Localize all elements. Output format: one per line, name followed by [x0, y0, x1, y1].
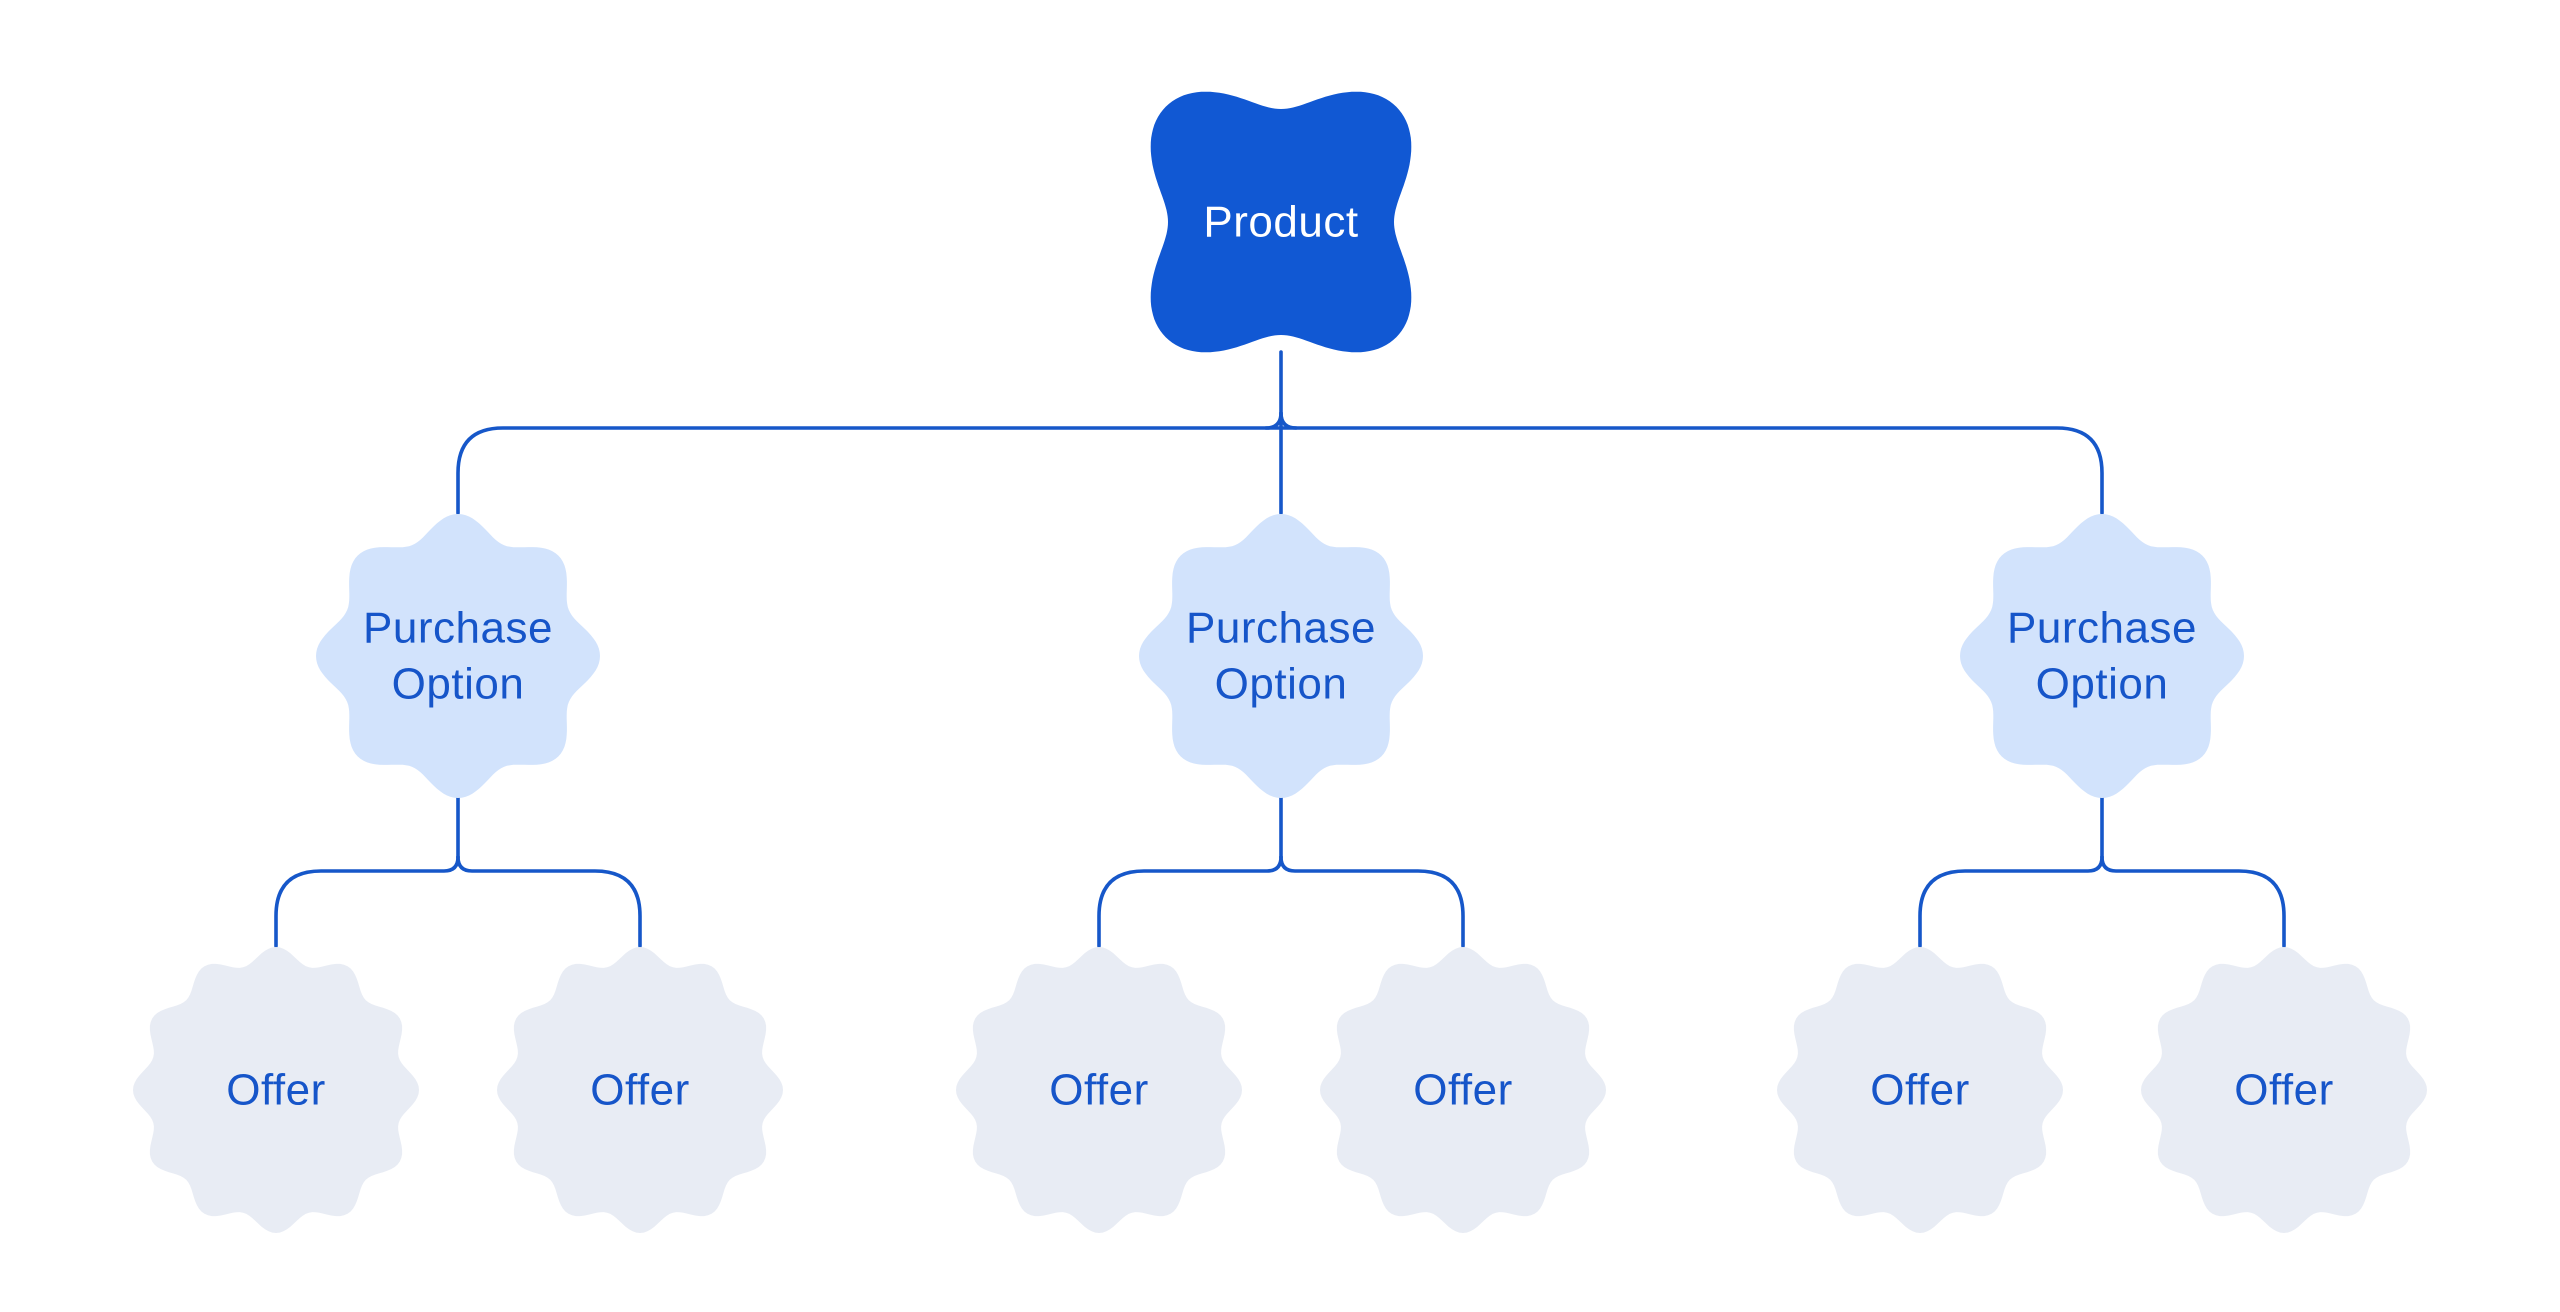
offer-blob [1320, 947, 1606, 1233]
connector-po1-fork-left [274, 855, 460, 948]
node-offer-5: Offer [1777, 947, 2063, 1233]
offer-4-label: Offer [1413, 1066, 1513, 1115]
node-offer-1: Offer [133, 947, 419, 1233]
offer-1-label: Offer [226, 1066, 326, 1115]
connector-po2-fork-right [1279, 855, 1465, 948]
node-offer-4: Offer [1320, 947, 1606, 1233]
node-product: Product [1150, 91, 1412, 353]
node-purchase-option-3: Purchase Option [1960, 514, 2244, 798]
offer-6-label: Offer [2234, 1066, 2334, 1115]
connector-bus-fillet-left [1264, 411, 1283, 430]
node-offer-6: Offer [2141, 947, 2427, 1233]
connector-bus-fillet-right [1279, 411, 1298, 430]
node-purchase-option-2: Purchase Option [1139, 514, 1423, 798]
purchase-option-2-label-line-2: Option [1215, 660, 1348, 709]
purchase-option-blob [1139, 514, 1423, 798]
node-offer-3: Offer [956, 947, 1242, 1233]
product-label: Product [1203, 198, 1358, 247]
node-purchase-option-1: Purchase Option [316, 514, 600, 798]
connector-po2-fork-left [1097, 855, 1283, 948]
purchase-option-1-label-line-1: Purchase [363, 604, 553, 653]
offer-3-label: Offer [1049, 1066, 1149, 1115]
offer-2-label: Offer [590, 1066, 690, 1115]
connector-po3-fork-right [2100, 855, 2286, 948]
purchase-option-3-label-line-1: Purchase [2007, 604, 2197, 653]
offer-blob [956, 947, 1242, 1233]
connector-level1-bus [456, 426, 2104, 515]
node-offer-2: Offer [497, 947, 783, 1233]
offer-blob [1777, 947, 2063, 1233]
purchase-option-3-label-line-2: Option [2036, 660, 2169, 709]
connector-po3-fork-left [1918, 855, 2104, 948]
purchase-option-blob [1960, 514, 2244, 798]
offer-5-label: Offer [1870, 1066, 1970, 1115]
purchase-option-1-label-line-2: Option [392, 660, 525, 709]
offer-blob [133, 947, 419, 1233]
connector-po1-fork-right [456, 855, 642, 948]
offer-blob [497, 947, 783, 1233]
product-blob [1150, 91, 1412, 353]
offer-blob [2141, 947, 2427, 1233]
purchase-option-blob [316, 514, 600, 798]
connector-lines [274, 350, 2286, 948]
purchase-option-2-label-line-1: Purchase [1186, 604, 1376, 653]
